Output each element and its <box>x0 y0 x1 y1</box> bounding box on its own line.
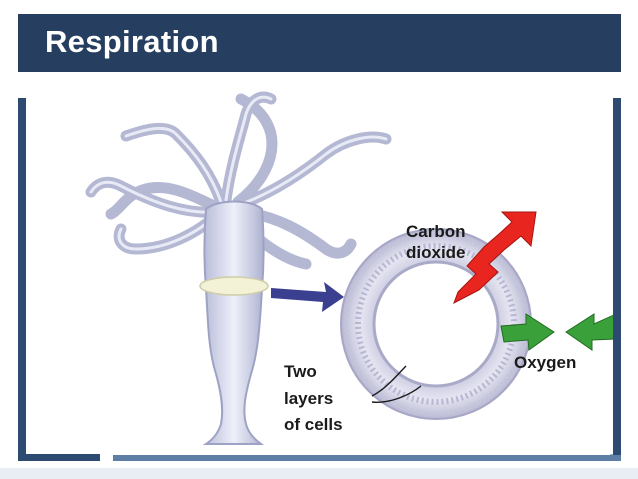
bottom-strip <box>0 468 638 479</box>
label-oxygen: Oxygen <box>514 353 576 372</box>
slide-title: Respiration <box>45 24 219 59</box>
pointer-arrow <box>271 282 344 312</box>
hydra-diagram: Carbon dioxide Oxygen Two layers of cell… <box>85 91 613 445</box>
label-carbon: Carbon <box>406 222 466 241</box>
label-of-cells: of cells <box>284 415 343 434</box>
label-dioxide: dioxide <box>406 243 466 262</box>
frame-bottom-border <box>18 453 100 461</box>
cell-layer-pointer-lines <box>371 365 422 403</box>
hydra-tentacle-highlights <box>89 95 388 251</box>
hydra-body <box>202 200 265 445</box>
label-layers: layers <box>284 389 333 408</box>
label-two: Two <box>284 362 317 381</box>
title-bar <box>18 14 621 72</box>
hydra-cross-section-band <box>199 276 269 296</box>
carbon-dioxide-arrow <box>453 211 537 305</box>
oxygen-arrow-outer <box>500 313 555 351</box>
hydra-diagram-image: Carbon dioxide Oxygen Two layers of cell… <box>26 74 613 454</box>
frame-right-border <box>613 98 621 461</box>
frame-left-border <box>18 98 26 461</box>
frame-bottom-border-light <box>113 455 621 461</box>
oxygen-arrow-inner <box>565 313 613 351</box>
